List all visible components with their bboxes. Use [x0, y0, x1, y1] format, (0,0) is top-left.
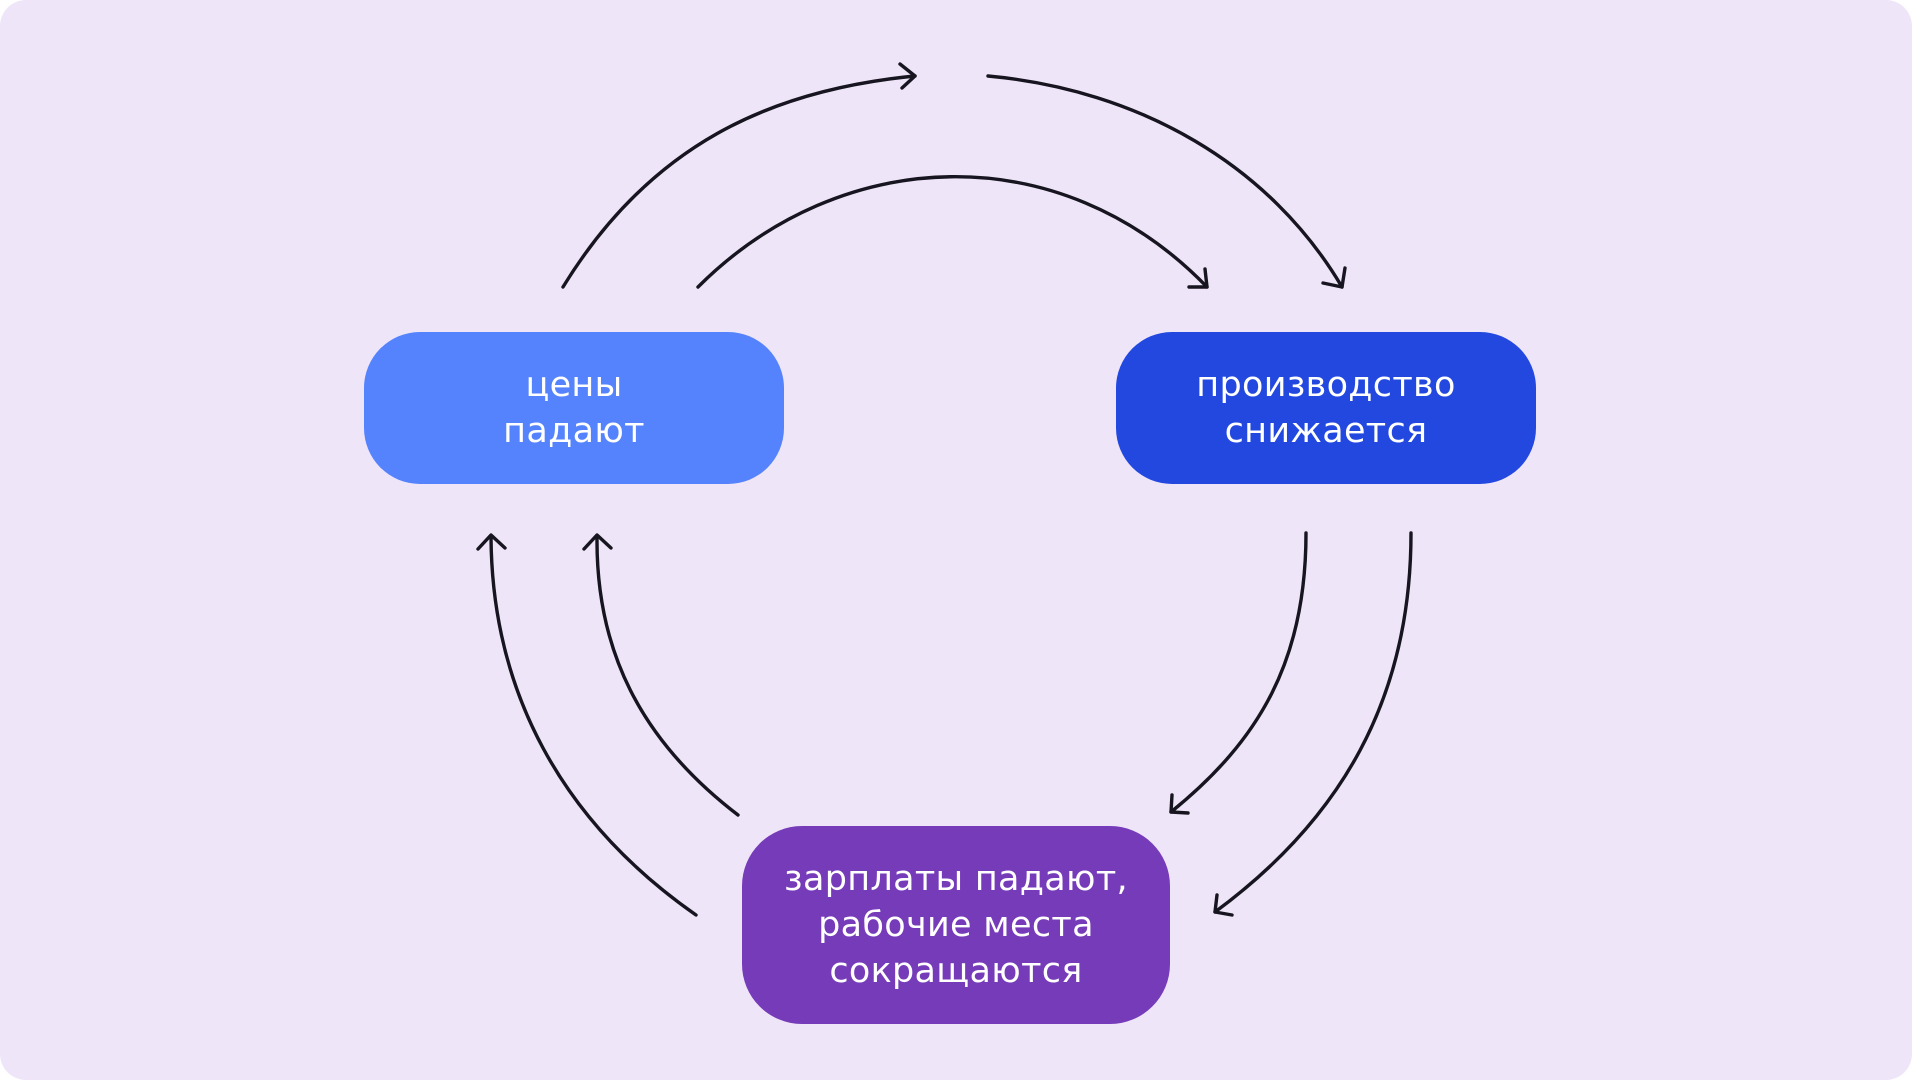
- arrow-prices-to-production-inner-head: [1187, 267, 1209, 289]
- arrow-prices-to-production-outer-b-head: [1321, 266, 1347, 289]
- arrow-production-to-wages-outer: [1213, 531, 1413, 914]
- arrow-prices-to-production-inner: [696, 175, 1209, 289]
- node-production-decreases: производство снижается: [1116, 332, 1536, 484]
- node-wages-fall-jobs-cut-label: зарплаты падают, рабочие места сокращают…: [784, 859, 1128, 991]
- arrow-wages-to-prices-outer: [489, 535, 698, 917]
- node-prices-fall-label: цены падают: [503, 365, 645, 451]
- arrow-production-to-wages-inner: [1169, 531, 1308, 814]
- arrow-production-to-wages-outer-head: [1213, 893, 1234, 917]
- node-production-decreases-label: производство снижается: [1196, 365, 1456, 451]
- node-prices-fall: цены падают: [364, 332, 784, 484]
- arrow-wages-to-prices-outer-head: [476, 533, 507, 551]
- arrow-wages-to-prices-inner: [595, 535, 740, 817]
- arrow-wages-to-prices-inner-head: [582, 533, 613, 551]
- arrow-prices-to-production-outer-a: [561, 74, 917, 289]
- arrow-prices-to-production-outer-a-head: [898, 62, 917, 90]
- arrow-production-to-wages-inner-head: [1169, 793, 1190, 815]
- arrow-prices-to-production-outer-b: [986, 74, 1344, 289]
- node-wages-fall-jobs-cut: зарплаты падают, рабочие места сокращают…: [742, 826, 1170, 1024]
